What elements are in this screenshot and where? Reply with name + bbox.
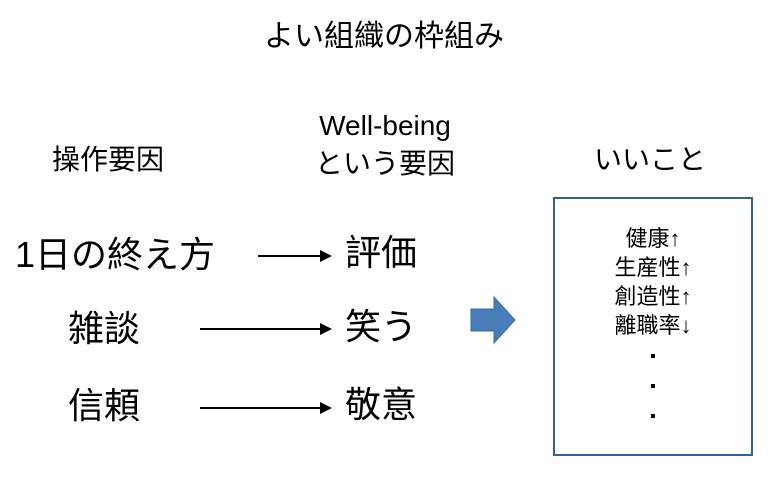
arrow-line [200, 402, 332, 414]
outcome-item: 生産性↑ [614, 255, 692, 280]
good-things-header: いいこと [593, 144, 706, 175]
outcome-item: 健康↑ [625, 226, 681, 251]
factor-label: 評価 [345, 232, 418, 273]
block-arrow-icon [470, 296, 516, 344]
ellipsis-dot [651, 354, 655, 358]
ellipsis-dot [651, 384, 655, 388]
arrow-line [200, 323, 332, 335]
outcome-item: 離職率↓ [614, 313, 692, 338]
ellipsis-dot [651, 414, 655, 418]
outcome-item: 創造性↑ [614, 284, 692, 309]
slide-title: よい組織の枠組み [264, 20, 504, 53]
levers-header: 操作要因 [52, 144, 165, 175]
lever-label: 信頼 [68, 385, 141, 426]
factor-label: 笑う [345, 306, 418, 347]
lever-label: 1日の終え方 [15, 234, 216, 275]
outcomes-box: 健康↑ 生産性↑ 創造性↑ 離職率↓ [553, 197, 753, 456]
wellbeing-header-line2: という要因 [314, 148, 455, 179]
arrow-line [258, 250, 332, 262]
lever-label: 雑談 [68, 308, 141, 349]
factor-label: 敬意 [345, 384, 418, 425]
wellbeing-header-line1: Well-being [319, 110, 451, 141]
